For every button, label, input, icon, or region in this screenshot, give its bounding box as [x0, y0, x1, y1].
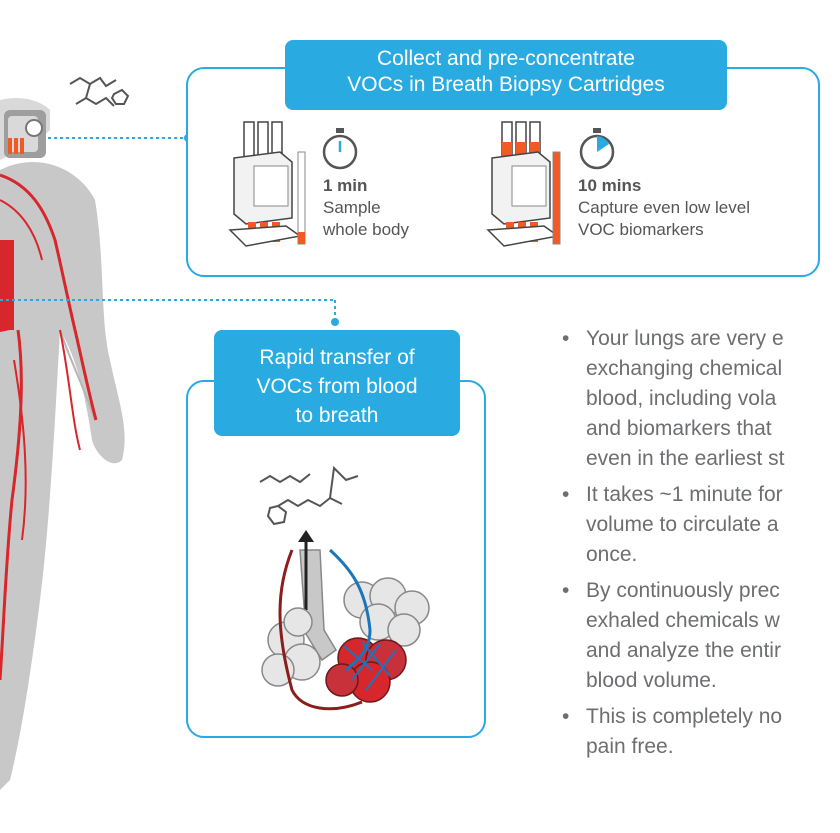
collect-title: Collect and pre-concentrate VOCs in Brea… — [285, 40, 727, 110]
stat-1-line-1: Sample — [323, 198, 381, 217]
bullet-line: Your lungs are very e — [586, 327, 784, 350]
stat-1-min: 1 min Sample whole body — [323, 175, 409, 241]
bullet-marker: • — [562, 483, 570, 506]
bullet-line: By continuously prec — [586, 579, 780, 602]
bullet-line: This is completely no — [586, 705, 783, 728]
stat-2-line-1: Capture even low level — [578, 198, 750, 217]
bullet-line: blood volume. — [586, 669, 717, 692]
connector-middle — [0, 299, 339, 326]
transfer-title-line-1: Rapid transfer of — [259, 346, 415, 369]
stat-10-mins: 10 mins Capture even low level VOC bioma… — [578, 175, 750, 241]
molecule-icon — [69, 76, 130, 107]
bullet-line: exchanging chemical — [586, 357, 783, 380]
connector-top — [48, 134, 192, 142]
bullet-line: It takes ~1 minute for — [586, 483, 783, 506]
stat-2-line-2: VOC biomarkers — [578, 220, 704, 239]
bullet-line: volume to circulate a — [586, 513, 779, 536]
bullet-marker: • — [562, 705, 570, 728]
bullet-item: • This is completely no pain free. — [560, 702, 840, 762]
lungs-alveoli-icon — [261, 530, 430, 711]
transfer-title: Rapid transfer of VOCs from blood to bre… — [214, 330, 460, 436]
bullet-line: even in the earliest st — [586, 447, 785, 470]
bullet-item: • Your lungs are very e exchanging chemi… — [560, 324, 840, 474]
bullet-line: blood, including vola — [586, 387, 777, 410]
bullet-item: • By continuously prec exhaled chemicals… — [560, 576, 840, 696]
stat-1-time: 1 min — [323, 176, 368, 195]
collect-title-line-2: VOCs in Breath Biopsy Cartridges — [347, 73, 665, 96]
sample-scale-bar — [297, 151, 306, 245]
stat-1-line-2: whole body — [323, 220, 410, 239]
stat-2-time: 10 mins — [578, 176, 642, 195]
cartridge-icon — [486, 121, 560, 247]
molecule-icon — [259, 465, 359, 526]
bullet-item: • It takes ~1 minute for volume to circu… — [560, 480, 840, 570]
cartridge-icon — [228, 121, 302, 247]
bullet-line: pain free. — [586, 735, 674, 758]
bullet-marker: • — [562, 327, 570, 350]
stopwatch-icon — [322, 128, 358, 170]
bullet-line: and analyze the entir — [586, 639, 781, 662]
bullet-marker: • — [562, 579, 570, 602]
capture-scale-bar — [552, 151, 561, 245]
bullet-line: and biomarkers that — [586, 417, 772, 440]
breath-device-icon — [4, 110, 46, 158]
transfer-title-line-3: to breath — [295, 404, 379, 427]
info-bullets: • Your lungs are very e exchanging chemi… — [560, 324, 840, 768]
bullet-line: once. — [586, 543, 638, 566]
collect-title-line-1: Collect and pre-concentrate — [377, 47, 635, 70]
transfer-title-line-2: VOCs from blood — [256, 375, 418, 398]
human-body-illustration — [0, 98, 125, 790]
bullet-line: exhaled chemicals w — [586, 609, 780, 632]
stopwatch-icon — [579, 128, 615, 170]
